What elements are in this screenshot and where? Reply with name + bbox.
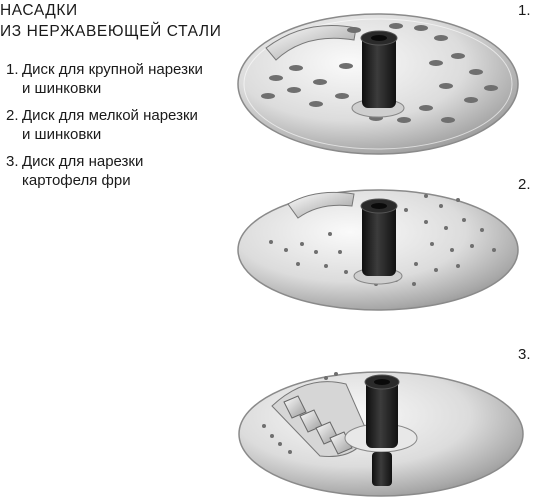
list-item: 2. Диск для мелкой нарезки и шинковки (6, 106, 203, 144)
list-item-number: 3. (6, 153, 19, 170)
heading-line-2: ИЗ НЕРЖАВЕЮЩЕЙ СТАЛИ (0, 23, 222, 40)
list-item-text: Диск для нарезки картофеля фри (22, 153, 144, 189)
heading: НАСАДКИ ИЗ НЕРЖАВЕЮЩЕЙ СТАЛИ (0, 0, 221, 42)
list-item: 3. Диск для нарезки картофеля фри (6, 152, 203, 190)
fine-slicing-disc-image (237, 189, 519, 311)
french-fry-disc-image (238, 371, 524, 497)
list-item-number: 1. (6, 61, 19, 78)
list-item-text: Диск для мелкой нарезки и шинковки (22, 107, 198, 143)
coarse-slicing-disc-image (237, 13, 519, 155)
list-item-text: Диск для крупной нарезки и шинковки (22, 61, 203, 97)
disc-label-3: 3. (518, 346, 531, 363)
heading-line-1: НАСАДКИ (0, 2, 78, 19)
list-item-number: 2. (6, 107, 19, 124)
list-item: 1. Диск для крупной нарезки и шинковки (6, 60, 203, 98)
attachment-list: 1. Диск для крупной нарезки и шинковки 2… (6, 60, 203, 198)
disc-label-1: 1. (518, 2, 531, 19)
disc-label-2: 2. (518, 176, 531, 193)
